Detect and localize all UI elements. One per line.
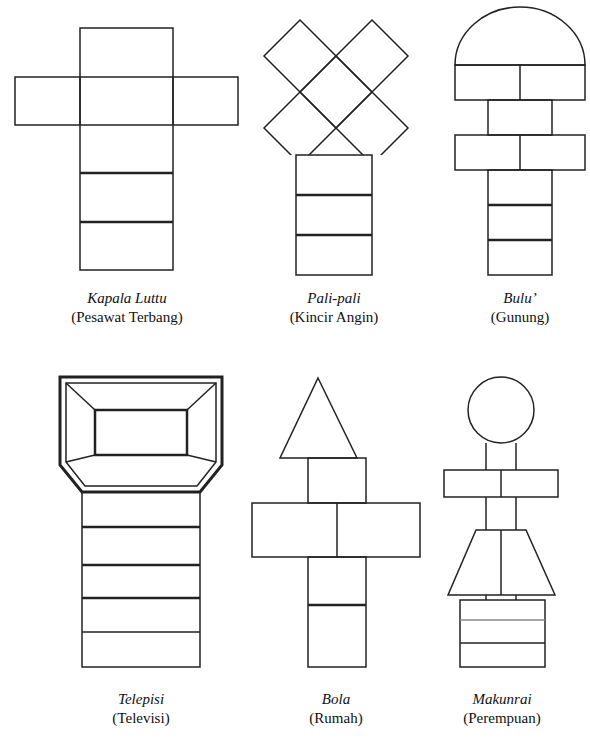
pattern-translation: (Rumah) bbox=[309, 709, 362, 727]
pattern-name: Pali-pali bbox=[307, 289, 360, 307]
pattern-name: Telepisi bbox=[118, 690, 164, 708]
pattern-translation: (Pesawat Terbang) bbox=[71, 308, 183, 326]
pattern-name: Kapala Luttu bbox=[87, 289, 167, 307]
pattern-name: Makunrai bbox=[472, 690, 531, 708]
pattern-translation: (Televisi) bbox=[112, 709, 169, 727]
house-pattern bbox=[252, 378, 420, 667]
pattern-name: Bulu’ bbox=[503, 289, 536, 307]
pattern-translation: (Gunung) bbox=[491, 308, 549, 326]
television-pattern bbox=[60, 377, 222, 667]
pattern-name: Bola bbox=[322, 690, 350, 708]
airplane-pattern bbox=[15, 28, 238, 270]
windmill-pattern bbox=[264, 20, 408, 275]
mountain-pattern bbox=[455, 7, 585, 275]
pattern-translation: (Perempuan) bbox=[463, 709, 540, 727]
pattern-translation: (Kincir Angin) bbox=[290, 308, 379, 326]
woman-pattern bbox=[444, 377, 558, 667]
